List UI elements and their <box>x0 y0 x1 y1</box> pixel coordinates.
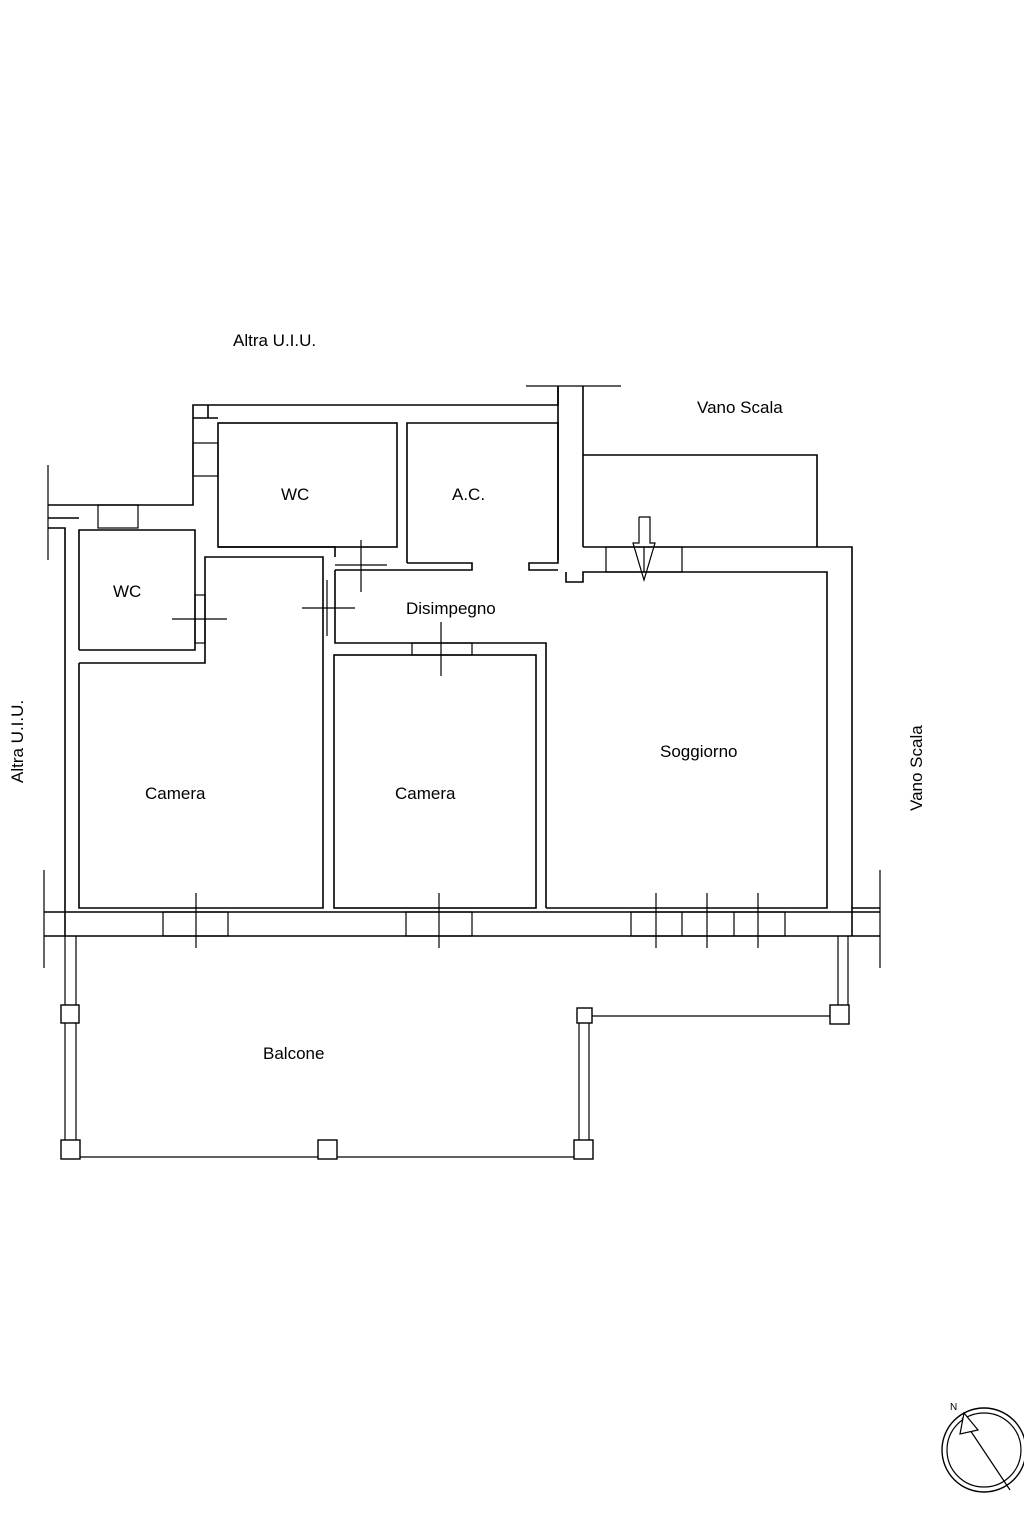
wc-lower-room <box>78 529 196 651</box>
label-balcone: Balcone <box>263 1044 324 1063</box>
balcony-post <box>60 1004 80 1024</box>
balcony-post <box>60 1139 81 1160</box>
balcony <box>60 936 850 1160</box>
openings <box>97 442 786 948</box>
entrance-arrow-icon <box>632 516 656 583</box>
camera-left-room <box>78 556 324 909</box>
compass-north-letter: N <box>950 1402 957 1413</box>
label-altra-uiu-top: Altra U.I.U. <box>233 331 316 350</box>
ac-room <box>406 422 559 571</box>
north-compass-icon: N <box>941 1402 1024 1493</box>
label-soggiorno: Soggiorno <box>660 742 738 761</box>
labels: Altra U.I.U. Vano Scala WC A.C. WC Disim… <box>8 331 926 1063</box>
label-camera-left: Camera <box>145 784 206 803</box>
balcony-post <box>576 1007 593 1024</box>
label-vano-scala-right: Vano Scala <box>907 725 926 811</box>
label-wc-upper: WC <box>281 485 309 504</box>
balcony-post <box>317 1139 338 1160</box>
camera-mid-room <box>333 654 537 909</box>
label-vano-scala-top: Vano Scala <box>697 398 783 417</box>
exterior-walls <box>43 385 881 968</box>
balcony-post <box>573 1139 594 1160</box>
label-ac: A.C. <box>452 485 485 504</box>
balcony-post <box>829 1004 850 1025</box>
soggiorno-room <box>546 571 828 909</box>
label-altra-uiu-left: Altra U.I.U. <box>8 700 27 783</box>
label-camera-mid: Camera <box>395 784 456 803</box>
label-disimpegno: Disimpegno <box>406 599 496 618</box>
label-wc-lower: WC <box>113 582 141 601</box>
room-walls <box>48 417 828 909</box>
